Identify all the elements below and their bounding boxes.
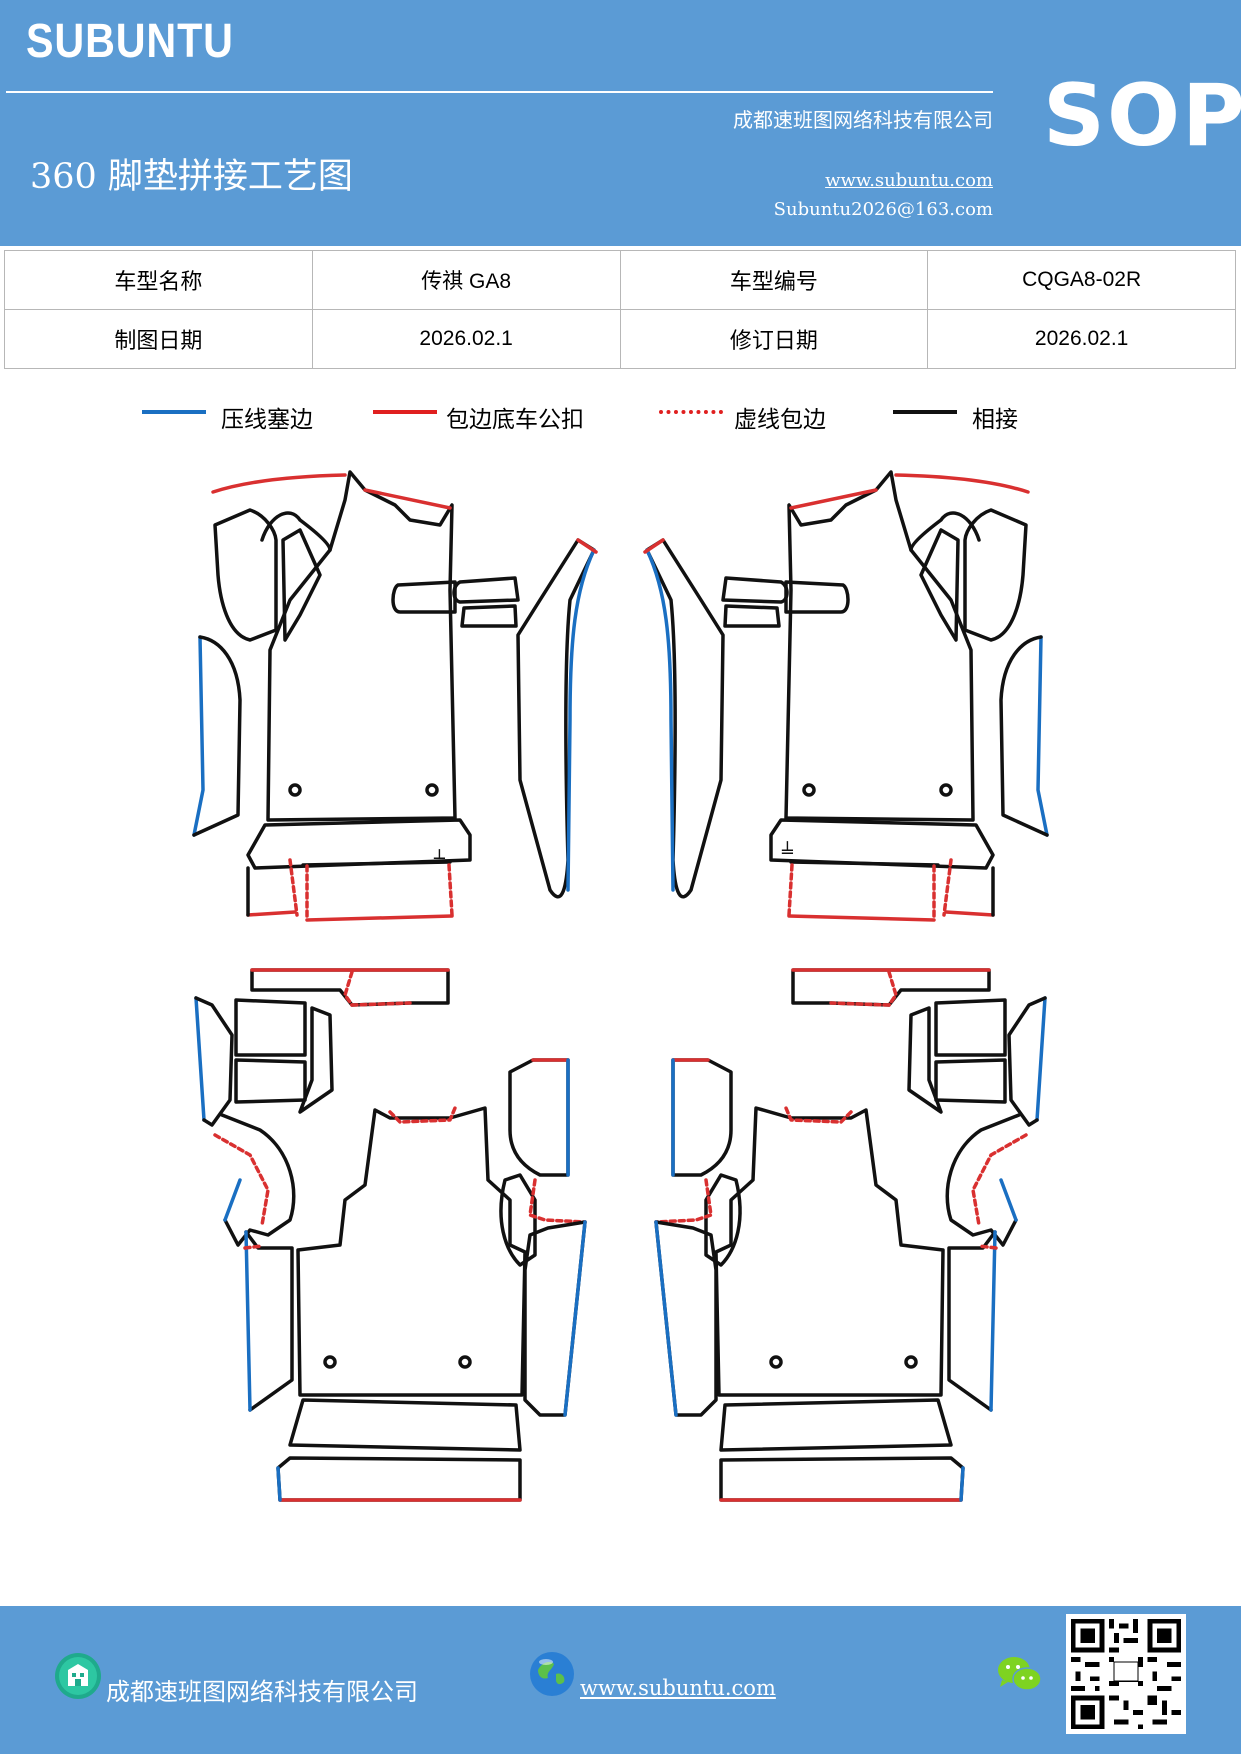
brand-logo: SUBUNTU: [26, 15, 234, 68]
table-cell: 2026.02.1: [311, 309, 621, 369]
header-banner: SUBUNTU 成都速班图网络科技有限公司 360 脚垫拼接工艺图 www.su…: [0, 0, 1241, 246]
legend-label: 包边底车公扣: [446, 407, 584, 433]
rear-row-right-mats: [654, 968, 1047, 1502]
table-cell: 制图日期: [4, 309, 313, 369]
table-cell: 车型名称: [4, 250, 313, 310]
header-website-link[interactable]: www.subuntu.com: [825, 170, 993, 191]
legend-swatch: [142, 410, 206, 414]
wechat-icon[interactable]: [996, 1654, 1044, 1696]
front-row-right-mats: [643, 470, 1049, 922]
qr-code: [1066, 1614, 1186, 1734]
table-cell: CQGA8-02R: [927, 250, 1236, 310]
rear-row-left-mats: [194, 968, 587, 1502]
table-cell: 车型编号: [619, 250, 929, 310]
connector-mark: ╧: [433, 849, 446, 871]
table-row: 制图日期 2026.02.1 修订日期 2026.02.1: [4, 309, 1236, 369]
globe-icon: [530, 1652, 574, 1696]
sop-badge: SOP: [1043, 66, 1241, 166]
front-row-left-mats: [192, 470, 598, 922]
legend-label: 相接: [972, 407, 1018, 433]
table-cell: 传祺 GA8: [311, 250, 621, 310]
footer-website-link[interactable]: www.subuntu.com: [580, 1676, 776, 1700]
header-email: Subuntu2026@163.com: [773, 199, 993, 220]
header-company: 成都速班图网络科技有限公司: [733, 108, 993, 132]
header-divider: [6, 91, 993, 93]
floor-mat-diagram: ╧ ╧: [192, 470, 1049, 1502]
table-row: 车型名称 传祺 GA8 车型编号 CQGA8-02R: [4, 250, 1236, 310]
footer-company: 成都速班图网络科技有限公司: [106, 1678, 418, 1706]
table-cell: 2026.02.1: [927, 309, 1236, 369]
page-title: 360 脚垫拼接工艺图: [30, 157, 353, 197]
legend-swatch: [893, 410, 957, 414]
vehicle-info-table: 车型名称 传祺 GA8 车型编号 CQGA8-02R 制图日期 2026.02.…: [4, 250, 1236, 369]
legend-label: 压线塞边: [221, 407, 313, 433]
table-cell: 修订日期: [619, 309, 929, 369]
connector-mark: ╧: [781, 841, 794, 863]
legend-swatch: [659, 410, 723, 414]
footer-banner: 成都速班图网络科技有限公司 www.subuntu.com: [0, 1606, 1241, 1754]
building-icon: [55, 1653, 101, 1699]
legend-swatch: [373, 410, 437, 414]
legend-label: 虚线包边: [734, 407, 826, 433]
